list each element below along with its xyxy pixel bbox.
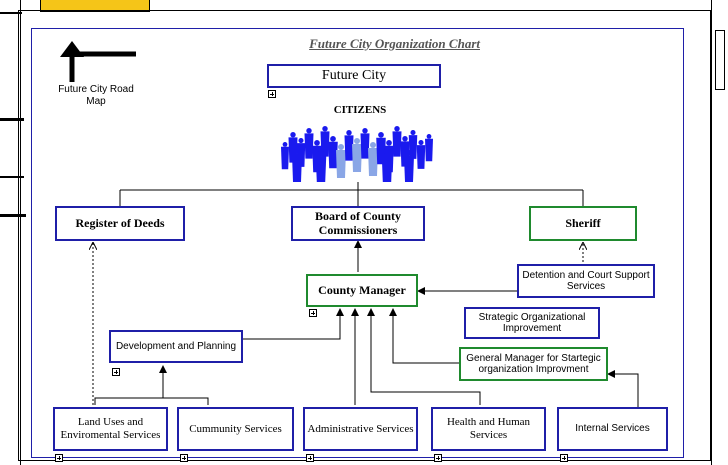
citizen-figure-body: [315, 156, 327, 182]
citizen-figure-body: [336, 150, 346, 178]
citizen-figure-head: [317, 150, 325, 157]
node-board-label: Board of County Commissioners: [314, 208, 401, 237]
node-county-manager[interactable]: County Manager: [306, 274, 418, 307]
citizen-figure-head: [418, 140, 424, 146]
citizen-figure-head: [314, 140, 320, 146]
expand-icon[interactable]: [112, 368, 120, 376]
citizen-figure-body: [344, 135, 354, 161]
background-scroll-strip: [711, 0, 728, 465]
citizen-figure-head: [378, 132, 384, 138]
citizen-figure-head: [394, 126, 400, 132]
citizen-figure-head: [322, 126, 328, 132]
node-community-services-label: Cummunity Services: [189, 422, 282, 435]
citizen-figure-head: [294, 148, 300, 154]
citizen-figure-head: [298, 138, 304, 144]
citizen-figure-body: [368, 148, 378, 176]
citizen-figure-body: [360, 133, 370, 159]
citizen-figure-head: [370, 142, 376, 148]
citizen-figure-body: [304, 133, 314, 159]
citizen-figure-body: [281, 146, 289, 170]
citizens-label: CITIZENS: [333, 104, 387, 116]
node-community-services[interactable]: Cummunity Services: [177, 407, 294, 451]
node-land-uses-and-environmental[interactable]: Land Uses and Enviromental Services: [53, 407, 168, 451]
node-health-and-human-services[interactable]: Health and Human Services: [431, 407, 546, 451]
expand-icon[interactable]: [55, 454, 63, 462]
node-county-manager-label: County Manager: [318, 282, 406, 297]
citizen-figure-body: [292, 154, 302, 182]
citizen-figure-head: [306, 128, 312, 134]
citizen-figure-body: [425, 138, 433, 162]
citizen-figure-head: [290, 132, 296, 138]
expand-icon[interactable]: [306, 454, 314, 462]
node-general-manager-strategic[interactable]: General Manager for Startegic organizati…: [459, 347, 608, 381]
node-development-and-planning[interactable]: Development and Planning: [109, 330, 243, 363]
node-strategic-organizational-improvement[interactable]: Strategic Organizational Improvement: [464, 307, 600, 339]
citizen-figure-body: [352, 144, 362, 172]
node-detention-label: Detention and Court Support Services: [522, 269, 650, 293]
node-register-of-deeds[interactable]: Register of Deeds: [55, 206, 185, 241]
node-internal-services[interactable]: Internal Services: [557, 407, 668, 451]
expand-icon[interactable]: [309, 309, 317, 317]
node-board-of-county-commissioners[interactable]: Board of County Commissioners: [291, 206, 425, 241]
citizen-figure-body: [328, 141, 338, 169]
citizen-figure-head: [338, 144, 344, 150]
expand-icon[interactable]: [180, 454, 188, 462]
chart-title: Future City Organization Chart: [309, 36, 480, 51]
node-administrative-label: Administrative Services: [307, 422, 414, 435]
citizen-figure-body: [320, 131, 330, 157]
node-development-label: Development and Planning: [115, 340, 237, 352]
citizen-figure-body: [416, 145, 426, 169]
node-future-city-label: Future City: [321, 67, 387, 83]
expand-icon[interactable]: [434, 454, 442, 462]
citizen-figure-head: [386, 140, 392, 146]
citizen-figure-head: [282, 142, 288, 147]
citizens-crowd-icon: [281, 126, 433, 182]
node-general-manager-label: General Manager for Startegic organizati…: [466, 352, 601, 376]
node-sheriff[interactable]: Sheriff: [529, 206, 637, 241]
citizen-figure-body: [404, 156, 414, 182]
node-detention-and-court-support[interactable]: Detention and Court Support Services: [517, 264, 655, 298]
citizen-figure-head: [354, 138, 360, 144]
citizen-figure-head: [402, 136, 408, 142]
node-strategic-improvement-label: Strategic Organizational Improvement: [478, 311, 586, 335]
node-internal-services-label: Internal Services: [575, 423, 650, 435]
background-window-edge: [0, 0, 31, 465]
chart-frame: [31, 28, 684, 458]
citizen-figure-head: [346, 130, 352, 136]
road-map-arrow-icon[interactable]: [52, 38, 142, 84]
node-land-uses-label: Land Uses and Enviromental Services: [60, 416, 161, 441]
expand-icon[interactable]: [268, 90, 276, 98]
node-sheriff-label: Sheriff: [565, 215, 601, 230]
citizen-figure-head: [406, 150, 412, 156]
citizen-figure-body: [392, 131, 402, 157]
background-window-outline: [18, 10, 711, 461]
node-future-city[interactable]: Future City: [267, 64, 441, 88]
citizen-figure-head: [410, 130, 416, 136]
node-health-label: Health and Human Services: [446, 416, 531, 441]
expand-icon[interactable]: [560, 454, 568, 462]
node-register-of-deeds-label: Register of Deeds: [75, 215, 165, 230]
citizen-figure-head: [383, 148, 391, 155]
citizen-figure-head: [330, 136, 336, 142]
citizen-figure-head: [426, 134, 432, 139]
node-administrative-services[interactable]: Administrative Services: [303, 407, 418, 451]
background-yellow-tab: [40, 0, 150, 12]
road-map-label[interactable]: Future City Road Map: [58, 84, 134, 107]
citizen-figure-body: [381, 154, 393, 182]
citizen-figure-head: [362, 128, 368, 134]
